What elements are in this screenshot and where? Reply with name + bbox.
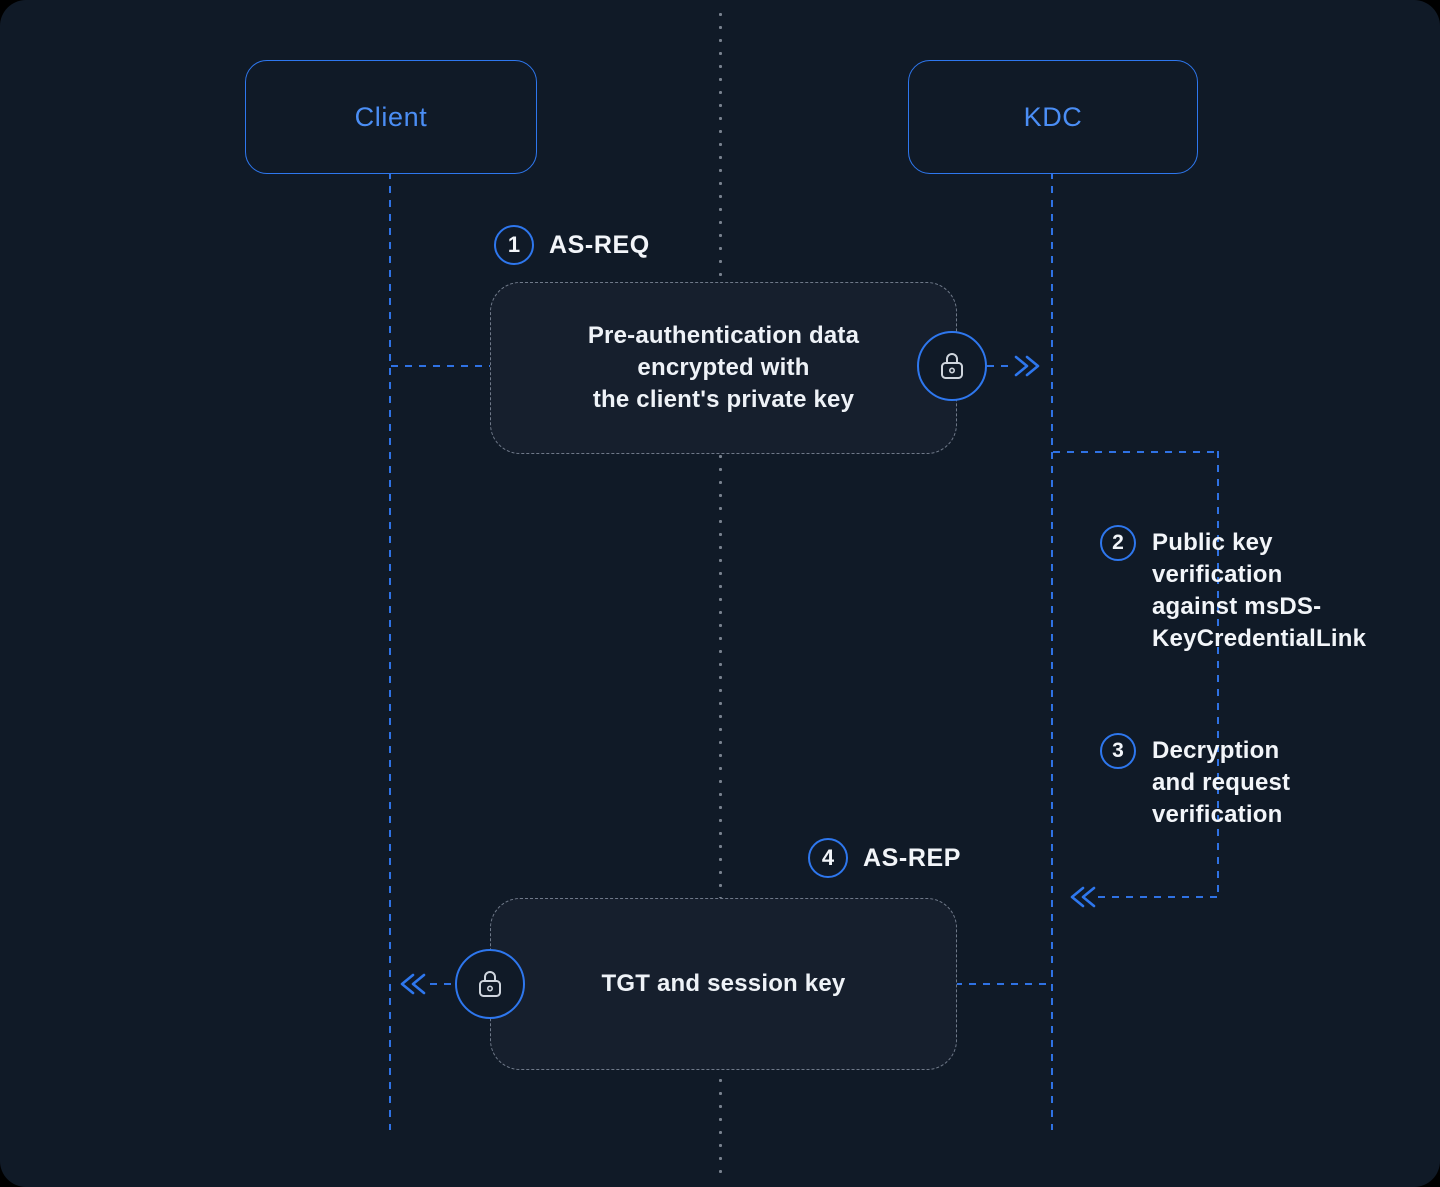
actor-client-label: Client [354, 101, 428, 132]
step-4-number-badge: 4 [808, 838, 848, 878]
actor-kdc-box: KDC [908, 60, 1198, 174]
asreq-message-line-2: encrypted with [637, 354, 810, 381]
double-chevron-left-icon-client [400, 973, 426, 995]
actor-client-box: Client [245, 60, 537, 174]
lock-to-client-dash [430, 983, 456, 985]
step-1-number-badge: 1 [494, 225, 534, 265]
kdc-lifeline [1051, 172, 1053, 1130]
asrep-to-kdc-connector [955, 983, 1053, 985]
step-2-number: 2 [1112, 531, 1124, 554]
lock-icon [479, 971, 501, 997]
step-3-line-2: and request [1152, 769, 1291, 796]
step-3-number: 3 [1112, 739, 1124, 762]
asreq-message-line-3: the client's private key [592, 386, 855, 413]
step-2-line-4: KeyCredentialLink [1152, 625, 1367, 652]
double-chevron-right-icon [1014, 355, 1040, 377]
actor-kdc-label: KDC [1023, 101, 1083, 132]
step-4-label: AS-REP [863, 843, 962, 872]
kdc-loop-top-connector [1053, 451, 1218, 453]
kdc-loop-bottom-connector [1098, 896, 1218, 898]
lock-icon [941, 353, 963, 379]
asreq-message-line-1: Pre-authentication data [587, 322, 860, 349]
client-lifeline [389, 172, 391, 1130]
asreq-message-box: Pre-authentication data encrypted with t… [490, 282, 957, 454]
step-1-asreq: 1 AS-REQ [494, 225, 650, 265]
step-1-label: AS-REQ [549, 230, 650, 259]
step-2-number-badge: 2 [1100, 525, 1136, 561]
step-4-number: 4 [821, 845, 835, 870]
asrep-message-line-1: TGT and session key [601, 970, 846, 997]
encryption-lock-circle-asrep [455, 949, 525, 1019]
kdc-loop-vertical-connector [1217, 451, 1219, 898]
double-chevron-left-icon-kdc-loop [1070, 886, 1096, 908]
step-3-line-3: verification [1152, 801, 1283, 828]
step-3-number-badge: 3 [1100, 733, 1136, 769]
step-3-line-1: Decryption [1152, 737, 1280, 764]
step-2-line-1: Public key [1152, 529, 1273, 556]
step-2-label: Public key verification against msDS- Ke… [1152, 527, 1366, 655]
step-3-label: Decryption and request verification [1152, 735, 1290, 831]
encryption-lock-circle-asreq [917, 331, 987, 401]
lock-to-kdc-dash [987, 365, 1013, 367]
step-1-number: 1 [507, 232, 521, 257]
step-2-line-2: verification [1152, 561, 1283, 588]
asrep-message-box: TGT and session key [490, 898, 957, 1070]
step-2-line-3: against msDS- [1152, 593, 1322, 620]
step-4-asrep: 4 AS-REP [808, 838, 961, 878]
client-to-asreq-connector [391, 365, 490, 367]
center-dotted-divider [719, 8, 722, 1179]
